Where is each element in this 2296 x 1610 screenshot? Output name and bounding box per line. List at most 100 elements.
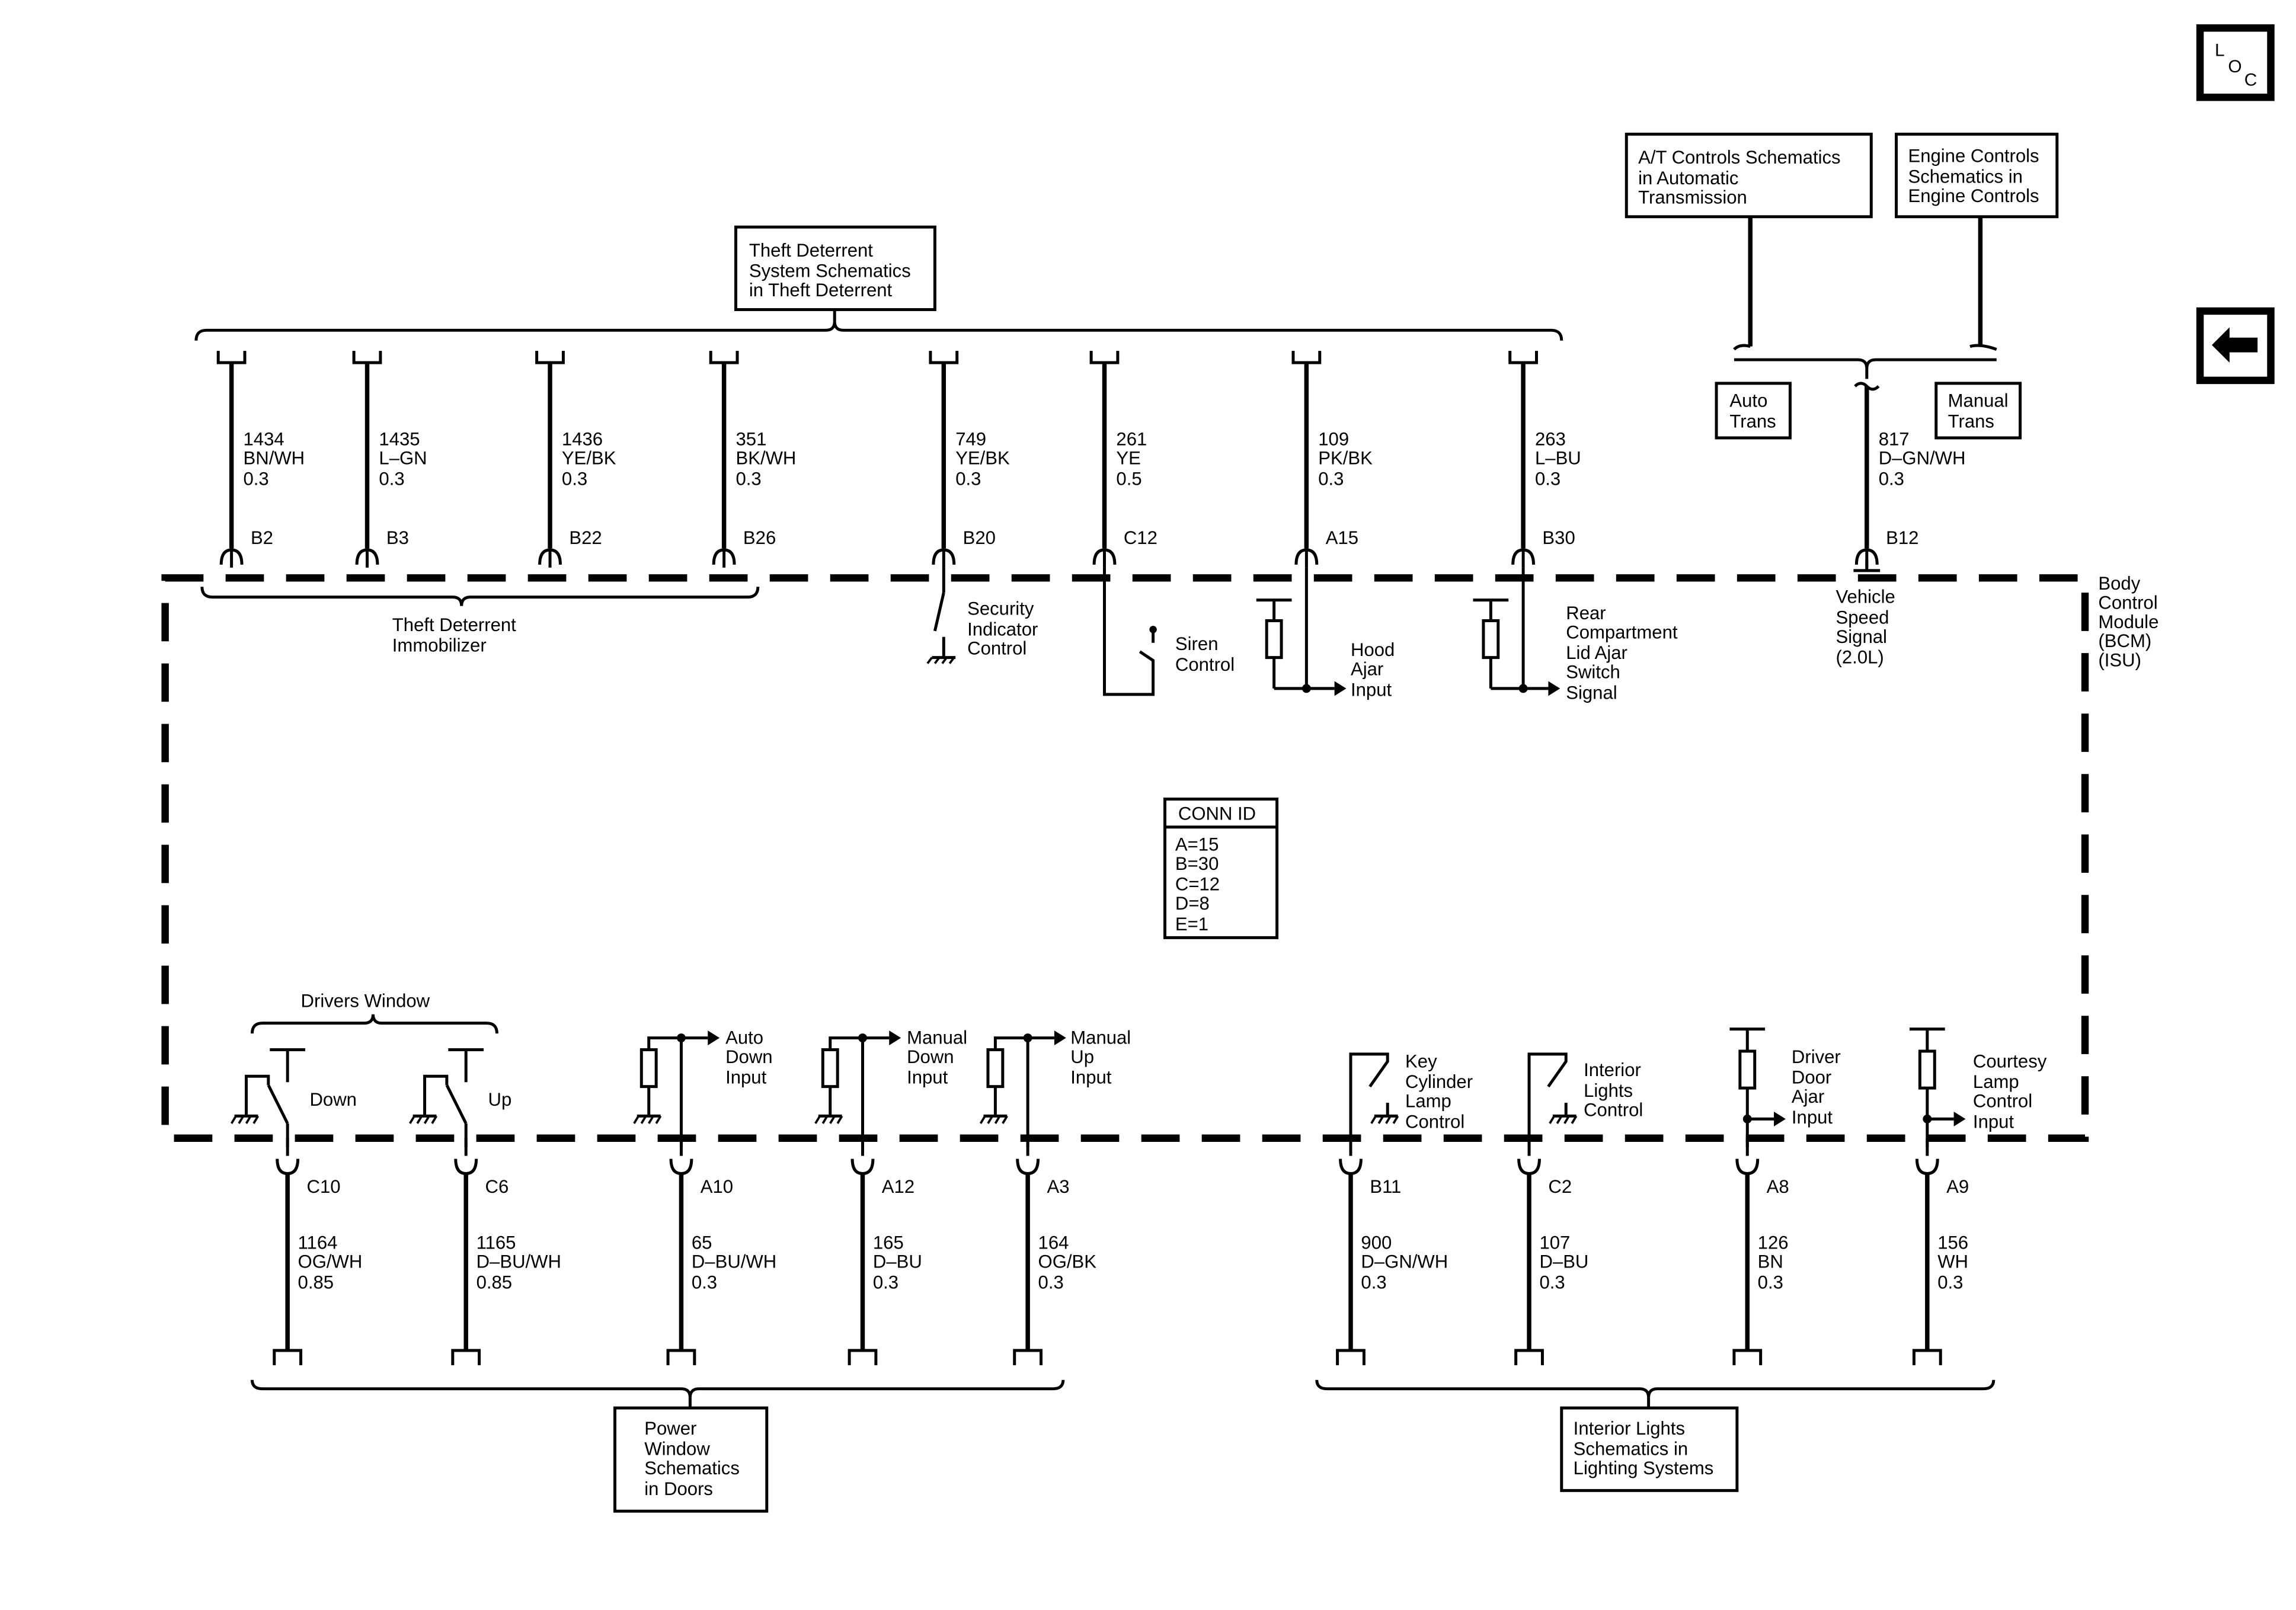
svg-text:Cylinder: Cylinder xyxy=(1405,1071,1473,1092)
svg-text:Down: Down xyxy=(725,1046,772,1067)
auto-down-input xyxy=(633,1030,720,1147)
courtesy-lamp-control-input: Courtesy Lamp Control Input xyxy=(1909,1028,2047,1147)
loc-button[interactable]: L O C xyxy=(2196,24,2275,101)
wire-gauge: 0.3 xyxy=(379,469,404,489)
key-cylinder-lamp-control: Key Cylinder Lamp Control xyxy=(1349,1051,1473,1147)
circuit-number: 263 xyxy=(1535,428,1566,449)
circuit-number: 351 xyxy=(736,428,767,449)
svg-text:Key: Key xyxy=(1405,1051,1437,1071)
rear-compartment-ajar-input: Rear Compartment Lid Ajar Switch Signal xyxy=(1473,567,1678,703)
svg-text:in Theft Deterrent: in Theft Deterrent xyxy=(749,280,893,300)
wire-gauge: 0.3 xyxy=(1318,469,1344,489)
svg-text:Engine Controls: Engine Controls xyxy=(1908,185,2039,206)
driver-door-ajar-input: Driver Door Ajar Input xyxy=(1729,1028,1841,1147)
ref-interior-lights[interactable]: Interior Lights Schematics in Lighting S… xyxy=(1560,1406,1739,1492)
left-arrow-icon xyxy=(2211,327,2258,363)
wire-color: YE/BK xyxy=(562,448,616,469)
wire-gauge: 0.3 xyxy=(1937,1272,1963,1293)
svg-text:Manual: Manual xyxy=(907,1028,967,1048)
pin-label: B22 xyxy=(569,527,602,548)
svg-text:Control: Control xyxy=(1405,1111,1464,1132)
pin-label: B3 xyxy=(386,527,409,548)
wire-color: OG/BK xyxy=(1038,1251,1097,1272)
wire-color: YE/BK xyxy=(955,448,1010,469)
svg-text:Auto: Auto xyxy=(1729,391,1767,411)
pin-label: C10 xyxy=(307,1176,341,1197)
brace-power-window xyxy=(250,1379,1065,1398)
pin-label: C2 xyxy=(1548,1176,1572,1197)
svg-text:Hood: Hood xyxy=(1351,639,1395,660)
svg-text:Door: Door xyxy=(1792,1067,1831,1088)
svg-text:Theft Deterrent: Theft Deterrent xyxy=(392,614,516,635)
manual-up-input xyxy=(979,1030,1066,1147)
label-manual-down: Manual Down Input xyxy=(907,1028,967,1088)
back-button[interactable] xyxy=(2196,307,2275,385)
svg-text:Up: Up xyxy=(488,1089,512,1110)
wire-color: BN/WH xyxy=(244,448,305,469)
pin-label: A10 xyxy=(701,1176,733,1197)
svg-text:Control: Control xyxy=(1584,1099,1643,1120)
pin-label: B26 xyxy=(743,527,776,548)
svg-text:Trans: Trans xyxy=(1948,411,1994,432)
svg-text:Security: Security xyxy=(967,598,1034,619)
wire-color: D–GN/WH xyxy=(1361,1251,1448,1272)
interior-lights-control: Interior Lights Control xyxy=(1527,1052,1643,1147)
svg-text:Indicator: Indicator xyxy=(967,619,1038,639)
brace-drivers-window xyxy=(250,1014,498,1034)
svg-text:Power: Power xyxy=(644,1418,696,1439)
circuit-number: 156 xyxy=(1937,1232,1968,1253)
svg-text:Manual: Manual xyxy=(1948,391,2009,411)
wire-gauge: 0.3 xyxy=(873,1272,898,1293)
pin-label: C12 xyxy=(1124,527,1157,548)
wire-gauge: 0.3 xyxy=(692,1272,717,1293)
ref-power-window[interactable]: Power Window Schematics in Doors xyxy=(613,1406,769,1513)
wire-gauge: 0.3 xyxy=(736,469,762,489)
circuit-number: 900 xyxy=(1361,1232,1392,1253)
svg-text:Input: Input xyxy=(1973,1111,2014,1132)
pin-label: B11 xyxy=(1370,1176,1401,1197)
brace-interior-lights xyxy=(1315,1379,1996,1398)
svg-text:Down: Down xyxy=(907,1046,954,1067)
svg-text:Ajar: Ajar xyxy=(1351,659,1383,680)
wire-gauge: 0.3 xyxy=(955,469,981,489)
label-auto-down: Auto Down Input xyxy=(725,1028,772,1088)
svg-text:B=30: B=30 xyxy=(1175,853,1219,874)
wire-color: PK/BK xyxy=(1318,448,1373,469)
pin-label: A3 xyxy=(1047,1176,1069,1197)
svg-text:Trans: Trans xyxy=(1729,411,1776,432)
svg-text:(BCM): (BCM) xyxy=(2098,630,2151,651)
svg-text:Vehicle: Vehicle xyxy=(1836,587,1895,607)
loc-label-o: O xyxy=(2228,57,2241,76)
wire-gauge: 0.3 xyxy=(244,469,269,489)
circuit-number: 1435 xyxy=(379,428,420,449)
bcm-name: Body Control Module (BCM) (ISU) xyxy=(2098,573,2159,670)
label-drivers-window: Drivers Window xyxy=(301,990,430,1011)
svg-text:System Schematics: System Schematics xyxy=(749,261,911,281)
svg-text:Rear: Rear xyxy=(1566,603,1606,623)
pin-label: A9 xyxy=(1946,1176,1969,1197)
svg-text:Schematics in: Schematics in xyxy=(1908,167,2022,187)
svg-text:Interior: Interior xyxy=(1584,1060,1641,1080)
siren-control-switch: Siren Control xyxy=(1103,567,1235,696)
wire-color: D–BU/WH xyxy=(692,1251,776,1272)
wire-color: BN xyxy=(1758,1251,1783,1272)
svg-text:Lid Ajar: Lid Ajar xyxy=(1566,642,1627,663)
ref-at-controls[interactable]: A/T Controls Schematics in Automatic Tra… xyxy=(1625,132,1873,219)
svg-text:Body: Body xyxy=(2098,573,2140,594)
wire-gauge: 0.85 xyxy=(298,1272,334,1293)
pin-label: A8 xyxy=(1767,1176,1789,1197)
circuit-number: 109 xyxy=(1318,428,1349,449)
ref-engine-controls[interactable]: Engine Controls Schematics in Engine Con… xyxy=(1895,132,2059,219)
svg-text:Transmission: Transmission xyxy=(1638,187,1747,207)
ref-theft-deterrent[interactable]: Theft Deterrent System Schematics in The… xyxy=(734,225,936,311)
svg-text:Input: Input xyxy=(907,1067,948,1088)
svg-text:C=12: C=12 xyxy=(1175,874,1220,895)
svg-text:Lamp: Lamp xyxy=(1973,1071,2019,1092)
